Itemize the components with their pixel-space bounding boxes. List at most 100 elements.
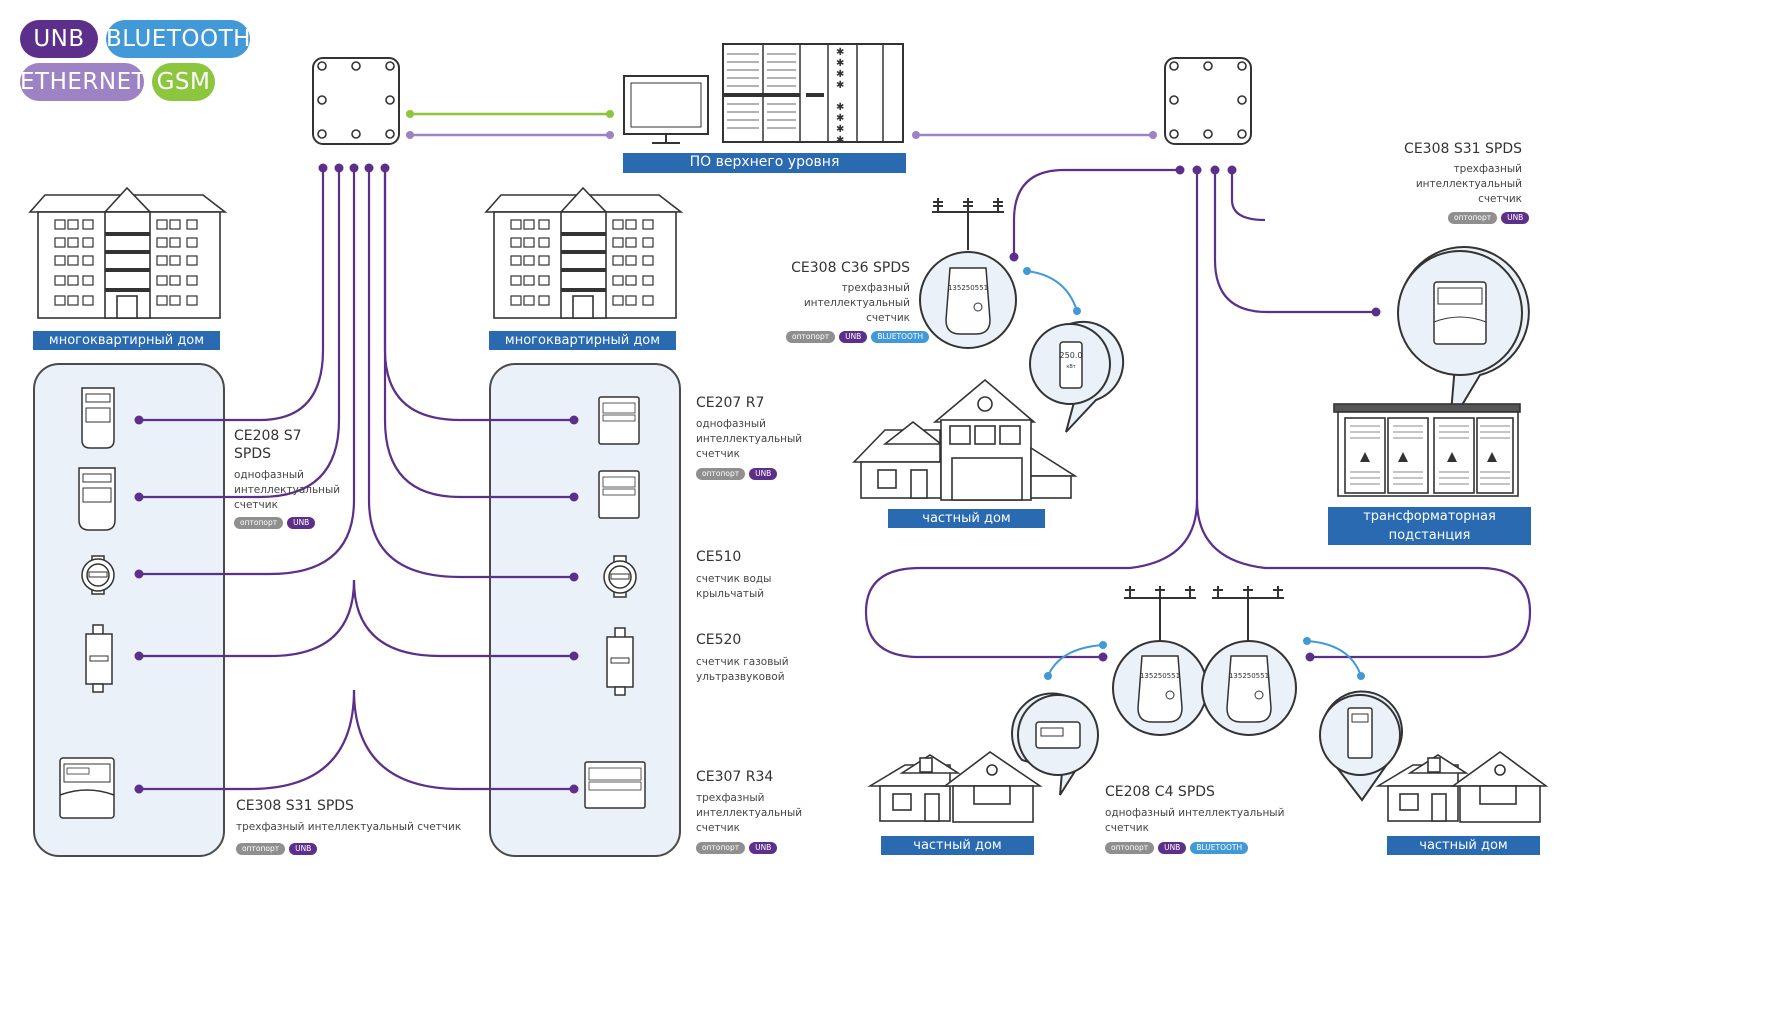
ce307-r34-badges: оптопорт UNB xyxy=(696,842,778,854)
ce520-label: CE520 счетчик газовый ультразвуковой xyxy=(696,631,816,685)
badge-optoport: оптопорт xyxy=(696,468,746,480)
ce520-desc2: ультразвуковой xyxy=(696,671,785,683)
apartment-building-left-icon xyxy=(28,186,228,319)
bluetooth-link-bottom-left xyxy=(1047,644,1104,677)
ce208-c4-name: CE208 C4 SPDS xyxy=(1105,784,1215,800)
base-station-left-icon xyxy=(312,57,400,145)
ce308-s31-right-desc1: трехфазный xyxy=(1453,163,1522,175)
apartment-building-right-icon xyxy=(484,186,684,319)
badge-optoport: оптопорт xyxy=(236,843,286,855)
svg-text:✱: ✱ xyxy=(836,69,844,80)
server-label: ПО верхнего уровня xyxy=(623,153,906,173)
ce208-s7-label: CE208 S7 SPDS однофазный интеллектуальны… xyxy=(234,427,354,513)
display-bubble-right-icon xyxy=(1319,690,1403,802)
ce208-c4-meter-icon-2: 135250551 xyxy=(1201,640,1297,736)
ce308-s31-right-desc3: счетчик xyxy=(1478,193,1522,205)
display-bubble-left-icon xyxy=(1011,692,1099,796)
ce510-desc1: счетчик воды xyxy=(696,573,772,585)
badge-unb: UNB xyxy=(839,331,868,343)
ce308-s31-right-label: CE308 S31 SPDS трехфазный интеллектуальн… xyxy=(1352,140,1522,207)
bluetooth-link-bottom-right xyxy=(1306,640,1362,677)
ce207-r7-name: CE207 R7 xyxy=(696,395,765,411)
private-house-large-icon xyxy=(852,378,1078,501)
ce510-label: CE510 счетчик воды крыльчатый xyxy=(696,548,816,602)
svg-text:✱: ✱ xyxy=(836,47,844,58)
badge-optoport: оптопорт xyxy=(1448,212,1498,224)
ce307-r34-desc3: счетчик xyxy=(696,822,740,834)
ce308-c36-desc3: счетчик xyxy=(866,312,910,324)
badge-unb: UNB xyxy=(289,843,318,855)
pole-antenna-icon-2 xyxy=(1124,586,1284,642)
ce207-meter-icon-2 xyxy=(598,470,640,519)
legend-ethernet: ETHERNET xyxy=(20,63,146,101)
badge-optoport: оптопорт xyxy=(234,517,284,529)
private-house-bottom-right-label: частный дом xyxy=(1387,836,1540,855)
ce207-r7-desc3: счетчик xyxy=(696,448,740,460)
ce207-r7-label: CE207 R7 однофазный интеллектуальный сче… xyxy=(696,394,826,462)
private-house-bottom-left-label: частный дом xyxy=(881,836,1034,855)
pole-meter-serial: 135250551 xyxy=(948,284,988,292)
ce207-r7-badges: оптопорт UNB xyxy=(696,468,778,480)
private-house-bottom-left-icon xyxy=(867,751,1043,823)
ce308-s31-left-name: CE308 S31 SPDS xyxy=(236,798,354,814)
ce208-meter-icon-1 xyxy=(81,387,115,449)
unb-lines-left xyxy=(140,168,573,791)
badge-optoport: оптопорт xyxy=(786,331,836,343)
ce208-s7-desc2: интеллектуальный xyxy=(234,484,341,496)
ce307-r34-desc1: трехфазный xyxy=(696,792,765,804)
ce308-s31-bubble-icon xyxy=(1397,246,1530,426)
badge-optoport: оптопорт xyxy=(1105,842,1155,854)
ce510-name: CE510 xyxy=(696,549,742,565)
ce207-meter-icon-1 xyxy=(598,396,640,445)
transformer-substation-icon xyxy=(1333,403,1521,497)
svg-text:✱: ✱ xyxy=(836,135,844,146)
ethernet-link-right xyxy=(912,131,1157,139)
unb-lines-right xyxy=(864,170,1532,659)
ce308-c36-badges: оптопорт UNB BLUETOOTH xyxy=(786,331,930,343)
ce307-r34-name: CE307 R34 xyxy=(696,769,774,785)
legend-unb: UNB xyxy=(20,20,98,58)
ce308-c36-name: CE308 C36 SPDS xyxy=(791,260,910,276)
badge-unb: UNB xyxy=(287,517,316,529)
badge-unb: UNB xyxy=(1501,212,1530,224)
ce208-meter-icon-2 xyxy=(78,467,116,531)
phone-reading: 250.0 xyxy=(1060,351,1083,360)
ce308-meter-icon-left xyxy=(59,757,115,819)
ce520-desc1: счетчик газовый xyxy=(696,656,789,668)
ce208-c4-meter-icon-1: 135250551 xyxy=(1112,640,1208,736)
ce308-c36-desc1: трехфазный xyxy=(841,282,910,294)
water-meter-icon-left xyxy=(81,555,115,595)
phone-unit: кВт xyxy=(1066,364,1075,370)
ce208-c4-label: CE208 C4 SPDS однофазный интеллектуальны… xyxy=(1105,783,1305,836)
ce308-s31-left-desc: трехфазный интеллектуальный счетчик xyxy=(236,821,462,833)
badge-unb: UNB xyxy=(749,842,778,854)
ce308-s31-right-badges: оптопорт UNB xyxy=(1448,212,1530,224)
gas-meter-icon-right xyxy=(606,627,634,696)
badge-optoport: оптопорт xyxy=(696,842,746,854)
unb-line-c36 xyxy=(1012,168,1180,257)
ce207-r7-desc2: интеллектуальный xyxy=(696,433,803,445)
ce208-c4-badges: оптопорт UNB BLUETOOTH xyxy=(1105,842,1249,854)
phone-bubble-icon: 250.0 кВт xyxy=(1029,320,1125,433)
ce308-c36-label: CE308 C36 SPDS трехфазный интеллектуальн… xyxy=(740,259,910,326)
substation-label: трансформаторная подстанция xyxy=(1328,507,1531,545)
apartment-building-right-label: многоквартирный дом xyxy=(489,331,676,350)
private-house-bottom-right-icon xyxy=(1375,751,1549,823)
ce308-c36-meter-icon: 135250551 xyxy=(919,251,1017,349)
badge-bluetooth: BLUETOOTH xyxy=(1190,842,1249,854)
svg-text:✱: ✱ xyxy=(836,102,844,113)
ce208-s7-desc3: счетчик xyxy=(234,499,278,511)
ce307-r34-desc2: интеллектуальный xyxy=(696,807,803,819)
ce208-s7-name: CE208 S7 xyxy=(234,428,302,444)
gas-meter-icon-left xyxy=(85,624,113,693)
ce208-s7-badges: оптопорт UNB xyxy=(234,517,316,529)
ce208-c4-desc2: счетчик xyxy=(1105,822,1149,834)
ce208-s7-name2: SPDS xyxy=(234,446,271,462)
ce308-s31-left-badges: оптопорт UNB xyxy=(236,843,318,855)
legend-gsm: GSM xyxy=(152,63,215,101)
badge-unb: UNB xyxy=(1158,842,1187,854)
svg-text:135250551: 135250551 xyxy=(1140,672,1180,680)
ce208-s7-desc1: однофазный xyxy=(234,469,304,481)
ethernet-link-left xyxy=(406,131,614,139)
